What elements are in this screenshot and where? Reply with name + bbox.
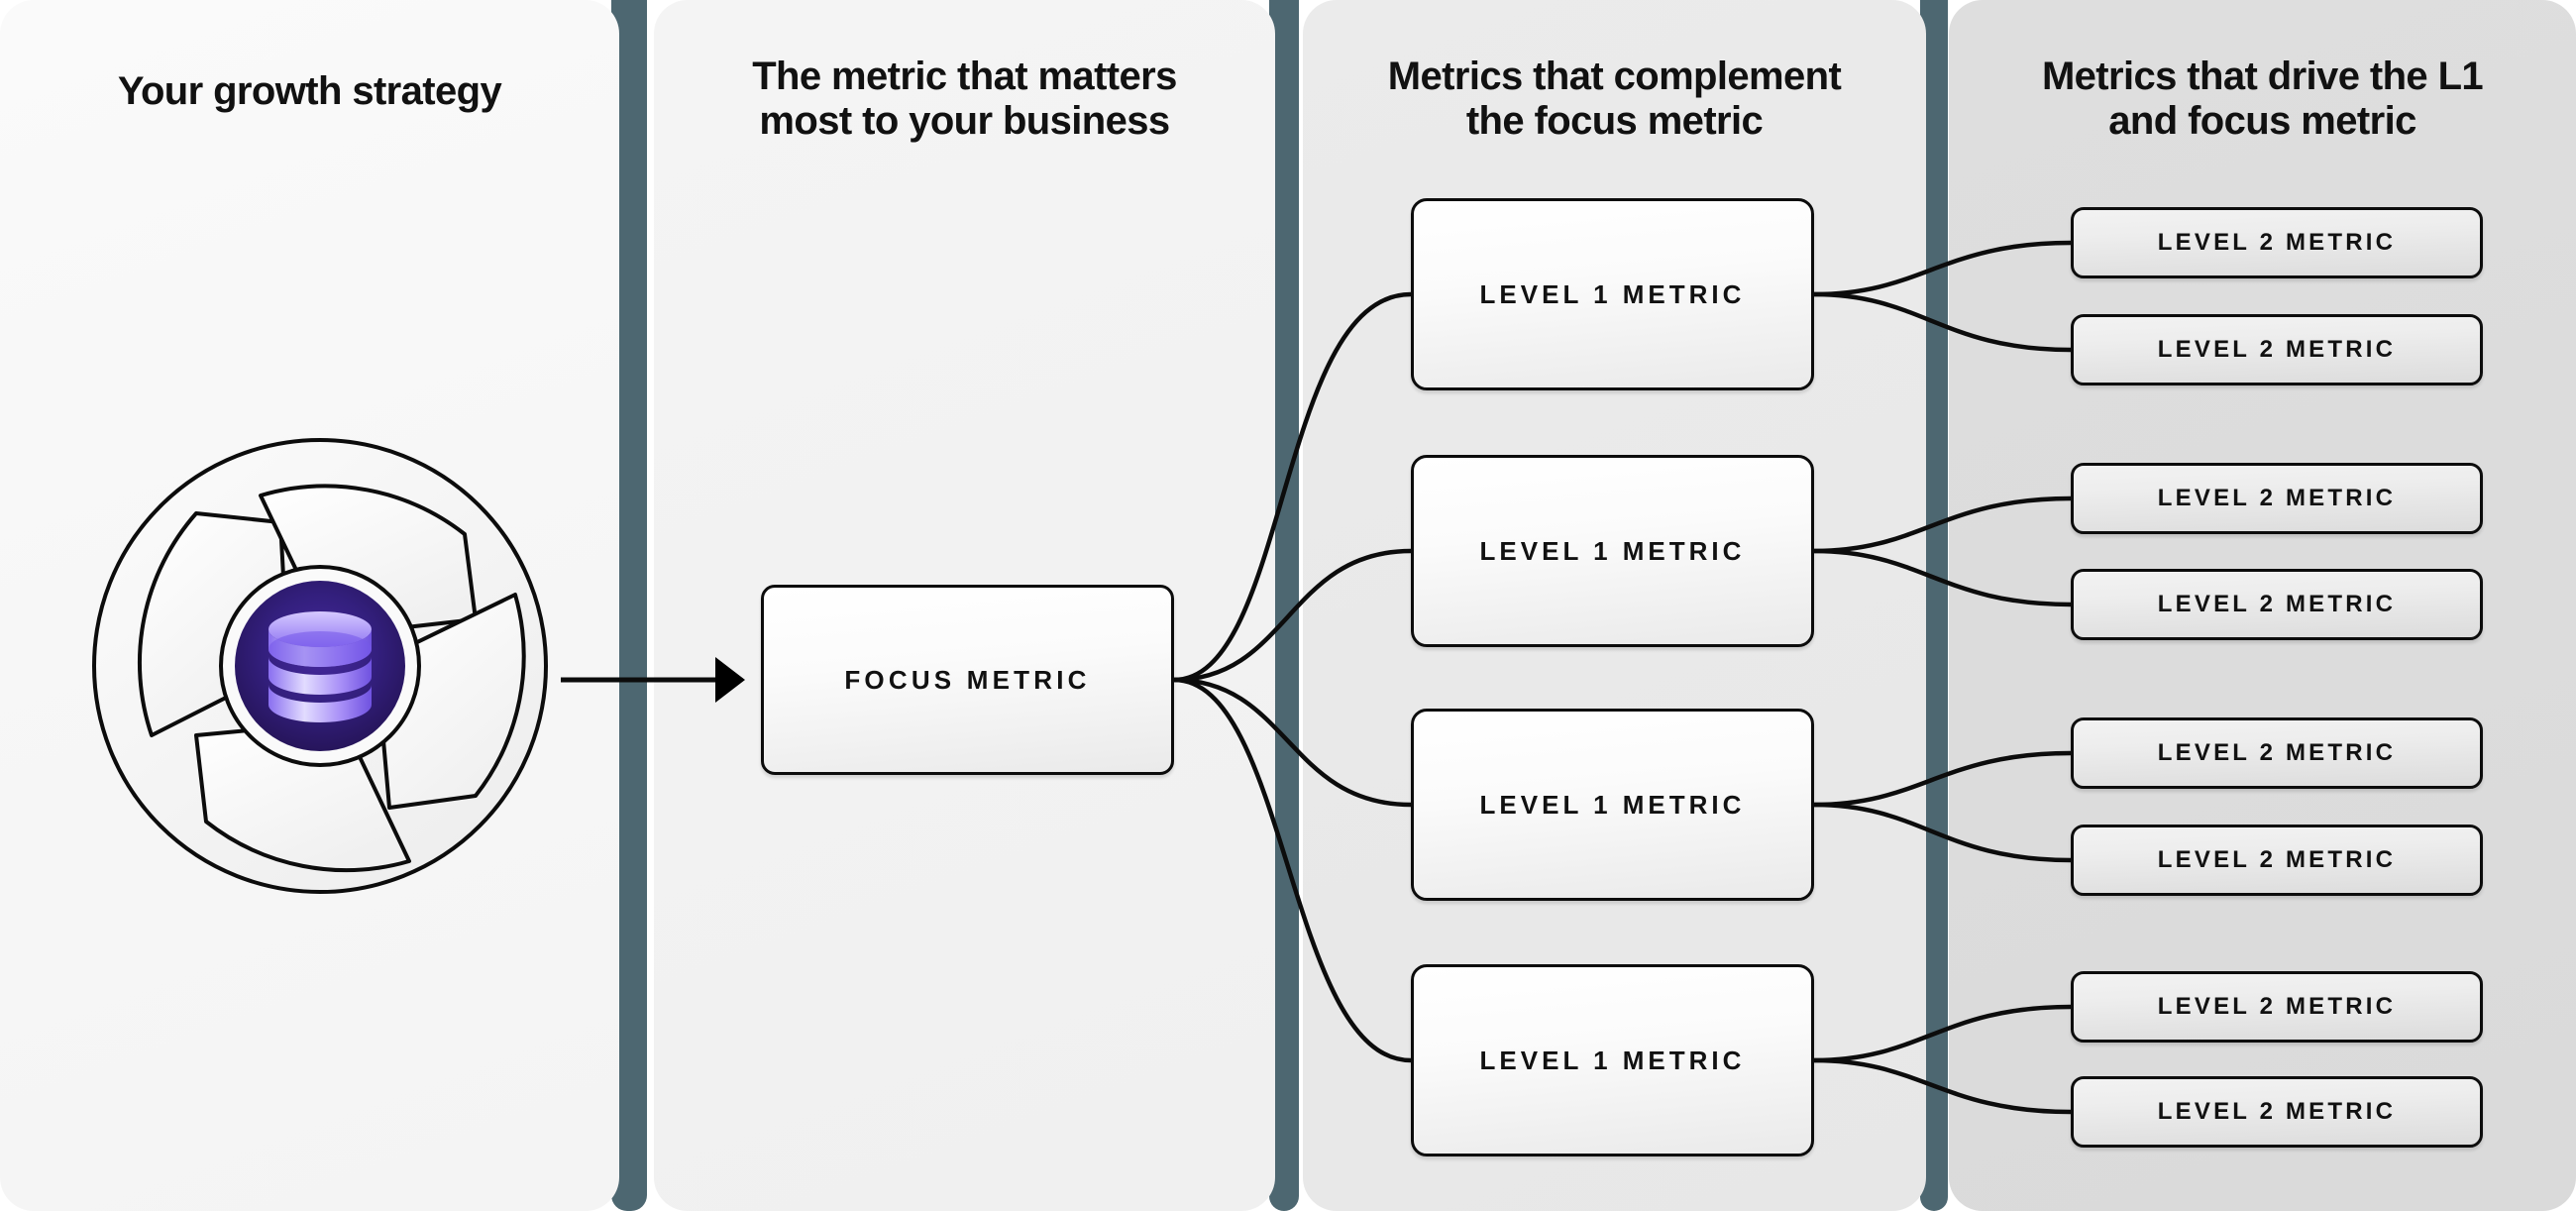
- column-3-header-line-2: the focus metric: [1465, 99, 1764, 144]
- column-1-header: Your growth strategy: [117, 69, 502, 113]
- level-2-metric-node-1[interactable]: LEVEL 2 METRIC: [2071, 207, 2483, 278]
- column-4-header-line-2: and focus metric: [2108, 99, 2416, 144]
- level-2-metric-node-6[interactable]: LEVEL 2 METRIC: [2071, 825, 2483, 896]
- column-2-header: The metric that matters most to your bus…: [654, 55, 1275, 144]
- level-2-metric-node-7[interactable]: LEVEL 2 METRIC: [2071, 971, 2483, 1043]
- column-2-header-line-2: most to your business: [759, 99, 1170, 144]
- column-4-header-line-1: Metrics that drive the L1: [2041, 55, 2484, 98]
- level-2-metric-node-5[interactable]: LEVEL 2 METRIC: [2071, 717, 2483, 789]
- level-2-metric-node-8[interactable]: LEVEL 2 METRIC: [2071, 1076, 2483, 1148]
- column-growth-strategy: Your growth strategy: [0, 0, 619, 1211]
- column-2-header-line-1: The metric that matters: [752, 55, 1177, 98]
- column-3-header-line-1: Metrics that complement: [1387, 55, 1842, 98]
- level-1-metric-node-1[interactable]: LEVEL 1 METRIC: [1411, 198, 1814, 390]
- level-1-metric-node-3[interactable]: LEVEL 1 METRIC: [1411, 709, 1814, 901]
- level-2-metric-node-2[interactable]: LEVEL 2 METRIC: [2071, 314, 2483, 385]
- aperture-database-icon: [92, 438, 548, 894]
- level-1-metric-node-4[interactable]: LEVEL 1 METRIC: [1411, 964, 1814, 1156]
- focus-metric-node[interactable]: FOCUS METRIC: [761, 585, 1174, 775]
- level-2-metric-node-4[interactable]: LEVEL 2 METRIC: [2071, 569, 2483, 640]
- level-1-metric-node-2[interactable]: LEVEL 1 METRIC: [1411, 455, 1814, 647]
- column-4-header: Metrics that drive the L1 and focus metr…: [1949, 55, 2576, 144]
- column-3-header: Metrics that complement the focus metric: [1303, 55, 1926, 144]
- level-2-metric-node-3[interactable]: LEVEL 2 METRIC: [2071, 463, 2483, 534]
